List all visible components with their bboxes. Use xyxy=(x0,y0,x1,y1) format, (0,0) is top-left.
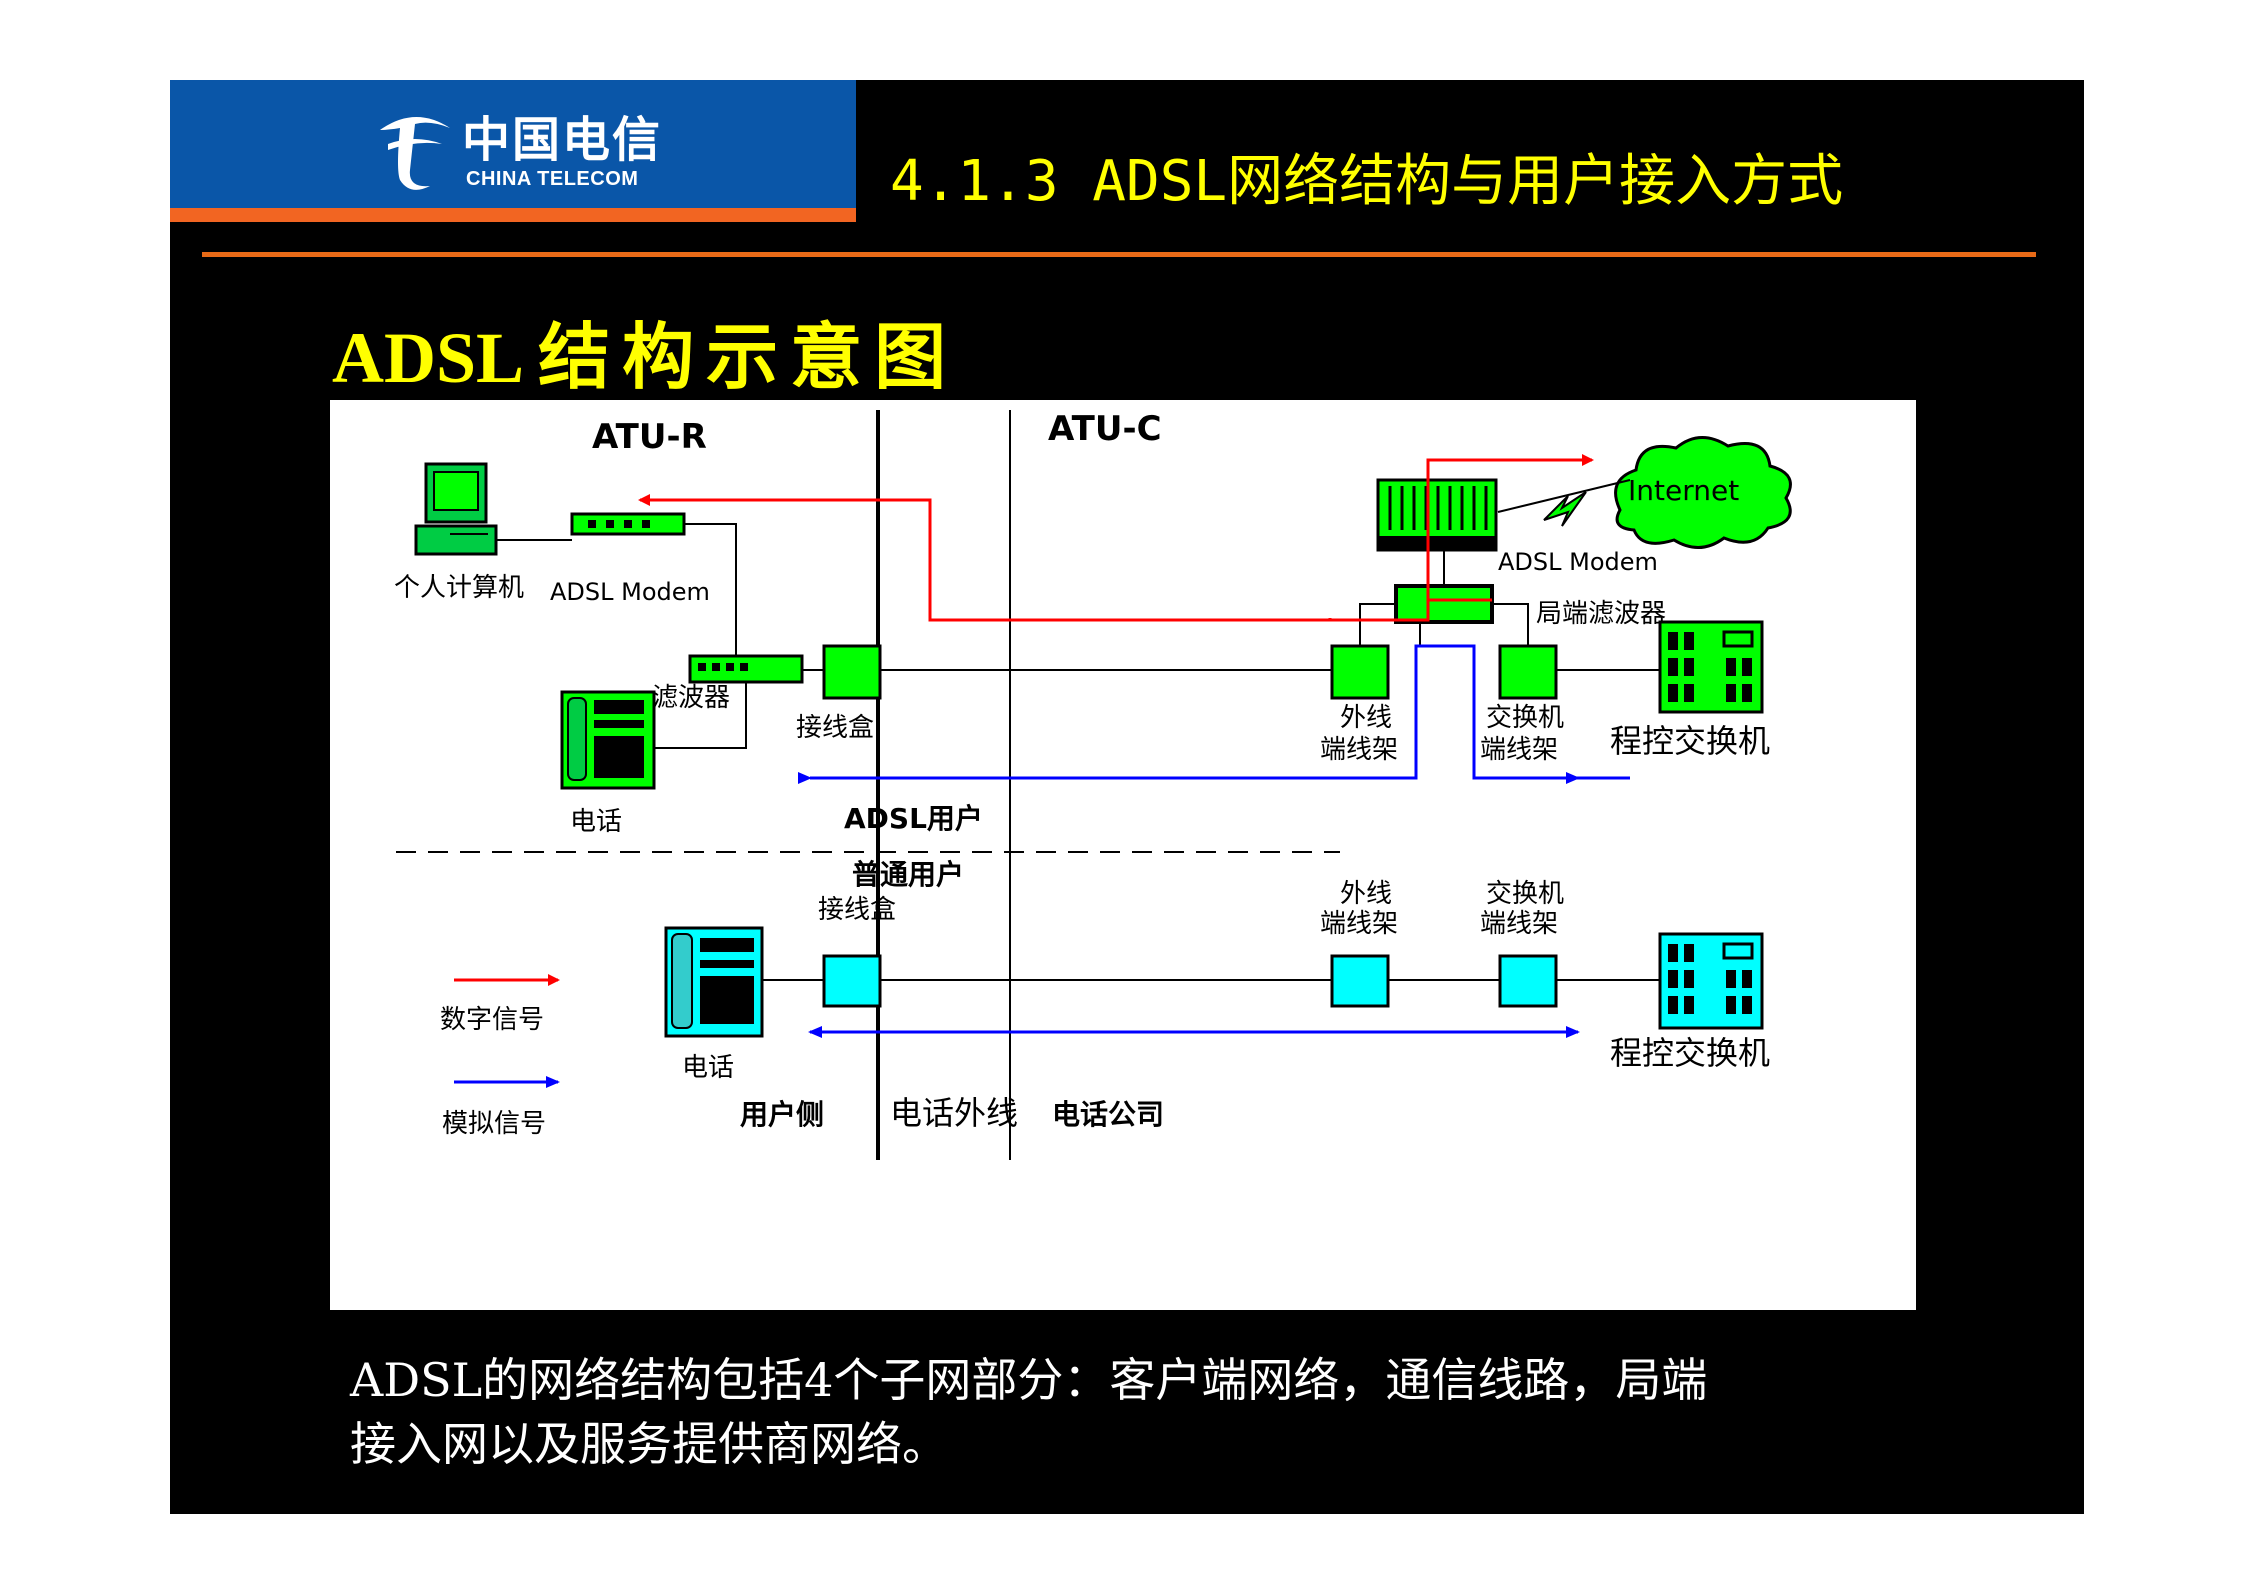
zone-company-label: 电话公司 xyxy=(1052,1098,1164,1131)
switch-frame-bottom-label-1: 交换机 xyxy=(1486,879,1564,909)
switch-frame-top-label-1: 交换机 xyxy=(1486,703,1564,733)
top-wiring xyxy=(496,523,1660,749)
phone-bottom-icon xyxy=(664,926,764,1038)
digital-signal-path-user xyxy=(638,494,1332,622)
legend-digital-label: 数字信号 xyxy=(440,1005,544,1035)
outer-frame-top-label-2: 端线架 xyxy=(1320,735,1398,765)
internet-label: Internet xyxy=(1628,474,1739,507)
pbx-bottom-label: 程控交换机 xyxy=(1610,1034,1770,1072)
logo-name-en: CHINA TELECOM xyxy=(466,168,639,190)
caption: ADSL的网络结构包括4个子网部分：客户端网络，通信线路，局端 接入网以及服务提… xyxy=(350,1348,1970,1476)
lightning-icon xyxy=(1543,491,1587,527)
normal-user-label: 普通用户 xyxy=(852,858,964,891)
adsl-diagram: ATU-R ATU-C 个人计算机 ADSL Modem xyxy=(330,400,1916,1310)
adsl-user-label: ADSL用户 xyxy=(844,802,983,835)
outer-frame-bottom-icon xyxy=(1330,954,1390,1008)
section-title-cn: 结构示意图 xyxy=(538,314,959,399)
section-title-latin: ADSL xyxy=(332,318,521,398)
switch-frame-bottom-icon xyxy=(1498,954,1558,1008)
central-splitter-label: 局端滤波器 xyxy=(1536,599,1666,629)
pbx-bottom-icon xyxy=(1658,932,1764,1030)
outer-frame-top-label-1: 外线 xyxy=(1340,703,1392,733)
legend-analog-label: 模拟信号 xyxy=(442,1109,546,1139)
switch-frame-top-label-2: 端线架 xyxy=(1480,735,1558,765)
junction-box-bottom-icon xyxy=(822,954,882,1008)
user-modem-label: ADSL Modem xyxy=(550,578,710,606)
section-title: ADSL 结构示意图 xyxy=(332,298,958,403)
adsl-diagram-svg: ATU-R ATU-C 个人计算机 ADSL Modem xyxy=(394,409,1792,1160)
logo-banner: 中国电信 CHINA TELECOM xyxy=(170,80,856,222)
junction-box-top-label: 接线盒 xyxy=(796,713,874,743)
junction-box-bottom-label: 接线盒 xyxy=(818,895,896,925)
phone-bottom-label: 电话 xyxy=(682,1053,734,1083)
atu-r-label: ATU-R xyxy=(592,417,707,457)
central-modem-icon xyxy=(1376,478,1498,552)
junction-box-top-icon-shape xyxy=(822,644,882,700)
digital-signal-join xyxy=(1330,600,1430,622)
logo-name-cn: 中国电信 xyxy=(462,112,663,168)
pbx-top-icon xyxy=(1658,620,1764,714)
phone-top-label: 电话 xyxy=(570,807,622,837)
central-modem-label: ADSL Modem xyxy=(1498,548,1658,576)
central-splitter-icon xyxy=(1394,584,1494,624)
digital-signal-path xyxy=(1426,454,1594,602)
switch-frame-bottom-label-2: 端线架 xyxy=(1480,909,1558,939)
switch-frame-top-icon xyxy=(1498,644,1558,700)
filter-label: 滤波器 xyxy=(652,683,730,713)
caption-line-2: 接入网以及服务提供商网络。 xyxy=(350,1417,948,1471)
outer-frame-top-icon xyxy=(1330,644,1390,700)
pbx-top-label: 程控交换机 xyxy=(1610,722,1770,760)
modem-internet-link xyxy=(1497,479,1631,513)
outer-frame-bottom-label-2: 端线架 xyxy=(1320,909,1398,939)
phone-top-icon xyxy=(560,690,656,790)
zone-user-label: 用户侧 xyxy=(740,1098,824,1131)
user-modem-icon xyxy=(570,512,686,536)
slide: 中国电信 CHINA TELECOM 4.1.3 ADSL网络结构与用户接入方式… xyxy=(170,80,2084,1514)
zone-line-label-shown: 电话外线 xyxy=(890,1094,1018,1132)
atu-c-label: ATU-C xyxy=(1048,409,1162,449)
internet-cloud-icon xyxy=(1614,436,1792,549)
caption-line-1: ADSL的网络结构包括4个子网部分：客户端网络，通信线路，局端 xyxy=(350,1353,1708,1407)
header-divider xyxy=(202,252,2036,257)
outer-frame-bottom-label-1: 外线 xyxy=(1340,879,1392,909)
pc-icon xyxy=(414,462,498,556)
filter-icon xyxy=(688,654,804,684)
header-title: 4.1.3 ADSL网络结构与用户接入方式 xyxy=(890,149,1844,214)
china-telecom-logo-icon xyxy=(380,116,450,190)
pc-label: 个人计算机 xyxy=(394,573,524,603)
logo-orange-bar xyxy=(170,208,856,222)
